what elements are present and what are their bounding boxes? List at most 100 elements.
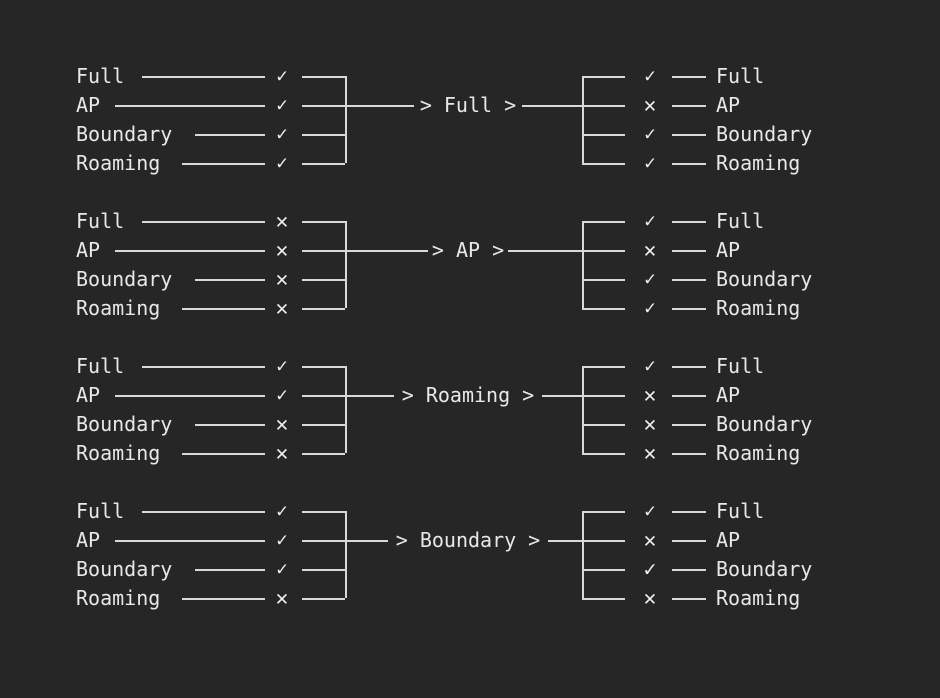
output-label-ap: AP [716, 528, 741, 552]
center-state-label: > Roaming > [401, 383, 535, 407]
input-connector-line [141, 366, 265, 368]
output-label-boundary: Boundary [716, 122, 813, 146]
input-row: Full ✓ [0, 62, 940, 91]
input-label-ap: AP [76, 528, 101, 552]
output-label-boundary: Boundary [716, 557, 813, 581]
output-connector-line [672, 424, 706, 426]
input-label-roaming: Roaming [76, 296, 161, 320]
input-to-center-line [345, 540, 388, 542]
output-label-ap: AP [716, 383, 741, 407]
output-mark-cross: ✕ [643, 383, 657, 407]
input-row: AP ✕ [0, 236, 940, 265]
output-bracket-arm [582, 163, 625, 165]
input-bracket-arm [302, 395, 345, 397]
input-row: Full ✓ [0, 497, 940, 526]
transition-group-1: Full✓AP✓Boundary✓Roaming✓> Full >✓Full✕A… [0, 62, 940, 192]
output-row: ✕ AP [0, 526, 940, 555]
output-bracket-arm [582, 221, 625, 223]
input-label-roaming: Roaming [76, 151, 161, 175]
input-bracket-spine [345, 366, 347, 453]
input-mark-check: ✓ [276, 152, 288, 174]
output-mark-check: ✓ [644, 297, 656, 319]
output-bracket-arm [582, 511, 625, 513]
input-row: Roaming✕ [0, 439, 940, 468]
output-mark-cross: ✕ [643, 93, 657, 117]
input-bracket [0, 207, 940, 337]
output-bracket-arm [582, 76, 625, 78]
input-label-ap: AP [76, 238, 101, 262]
input-mark-cross: ✕ [275, 209, 289, 233]
output-connector-line [672, 511, 706, 513]
output-bracket [0, 497, 940, 627]
output-label-full: Full [716, 354, 765, 378]
output-label-roaming: Roaming [716, 441, 801, 465]
input-connector-line [181, 453, 265, 455]
input-label-full: Full [76, 354, 125, 378]
output-row: ✓ Boundary [0, 120, 940, 149]
output-connector-line [672, 134, 706, 136]
output-connector-line [672, 569, 706, 571]
input-bracket-arm [302, 250, 345, 252]
input-label-boundary: Boundary [76, 122, 173, 146]
input-mark-cross: ✕ [275, 296, 289, 320]
output-row: ✓Full [0, 352, 940, 381]
input-connector-line [114, 105, 265, 107]
output-row: ✓ Boundary [0, 555, 940, 584]
input-bracket [0, 352, 940, 482]
output-row: ✕ Boundary [0, 410, 940, 439]
input-mark-cross: ✕ [275, 586, 289, 610]
input-row: Boundary ✕ [0, 410, 940, 439]
output-bracket-arm [582, 453, 625, 455]
input-bracket-spine [345, 221, 347, 308]
input-connector-line [181, 598, 265, 600]
input-connector-line [181, 308, 265, 310]
input-label-roaming: Roaming [76, 441, 161, 465]
input-row: Roaming ✕ [0, 584, 940, 613]
input-bracket-arm [302, 540, 345, 542]
output-mark-check: ✓ [644, 65, 656, 87]
output-label-full: Full [716, 64, 765, 88]
output-bracket-spine [582, 221, 584, 308]
output-mark-cross: ✕ [643, 586, 657, 610]
output-bracket [0, 207, 940, 337]
output-row: ✓ Full [0, 62, 940, 91]
output-bracket [0, 62, 940, 192]
input-mark-cross: ✕ [275, 238, 289, 262]
input-bracket-arm [302, 105, 345, 107]
input-mark-check: ✓ [276, 500, 288, 522]
input-label-full: Full [76, 209, 125, 233]
output-mark-cross: ✓ [643, 557, 657, 581]
output-label-full: Full [716, 209, 765, 233]
input-bracket-arm [302, 76, 345, 78]
input-connector-line [141, 221, 265, 223]
input-connector-line [114, 540, 265, 542]
output-mark-cross: ✕ [643, 528, 657, 552]
input-label-full: Full [76, 499, 125, 523]
input-row: AP✓ [0, 91, 940, 120]
output-bracket-arm [582, 395, 625, 397]
output-label-boundary: Boundary [716, 412, 813, 436]
output-connector-line [672, 540, 706, 542]
output-connector-line [672, 250, 706, 252]
output-bracket-spine [582, 511, 584, 598]
input-bracket-spine [345, 511, 347, 598]
input-row: Boundary ✓ [0, 120, 940, 149]
input-mark-cross: ✕ [275, 412, 289, 436]
input-mark-cross: ✕ [275, 267, 289, 291]
output-mark-check: ✓ [644, 500, 656, 522]
input-label-boundary: Boundary [76, 267, 173, 291]
input-row: Boundary ✓ [0, 555, 940, 584]
output-label-boundary: Boundary [716, 267, 813, 291]
output-bracket-arm [582, 308, 625, 310]
output-label-roaming: Roaming [716, 586, 801, 610]
input-bracket-arm [302, 569, 345, 571]
output-mark-check: ✓ [644, 123, 656, 145]
output-bracket-arm [582, 540, 625, 542]
input-bracket-arm [302, 221, 345, 223]
output-row: ✕ AP [0, 236, 940, 265]
output-bracket [0, 352, 940, 482]
output-connector-line [672, 221, 706, 223]
output-row: ✓Full [0, 207, 940, 236]
output-bracket-arm [582, 569, 625, 571]
output-mark-check: ✓ [644, 268, 656, 290]
